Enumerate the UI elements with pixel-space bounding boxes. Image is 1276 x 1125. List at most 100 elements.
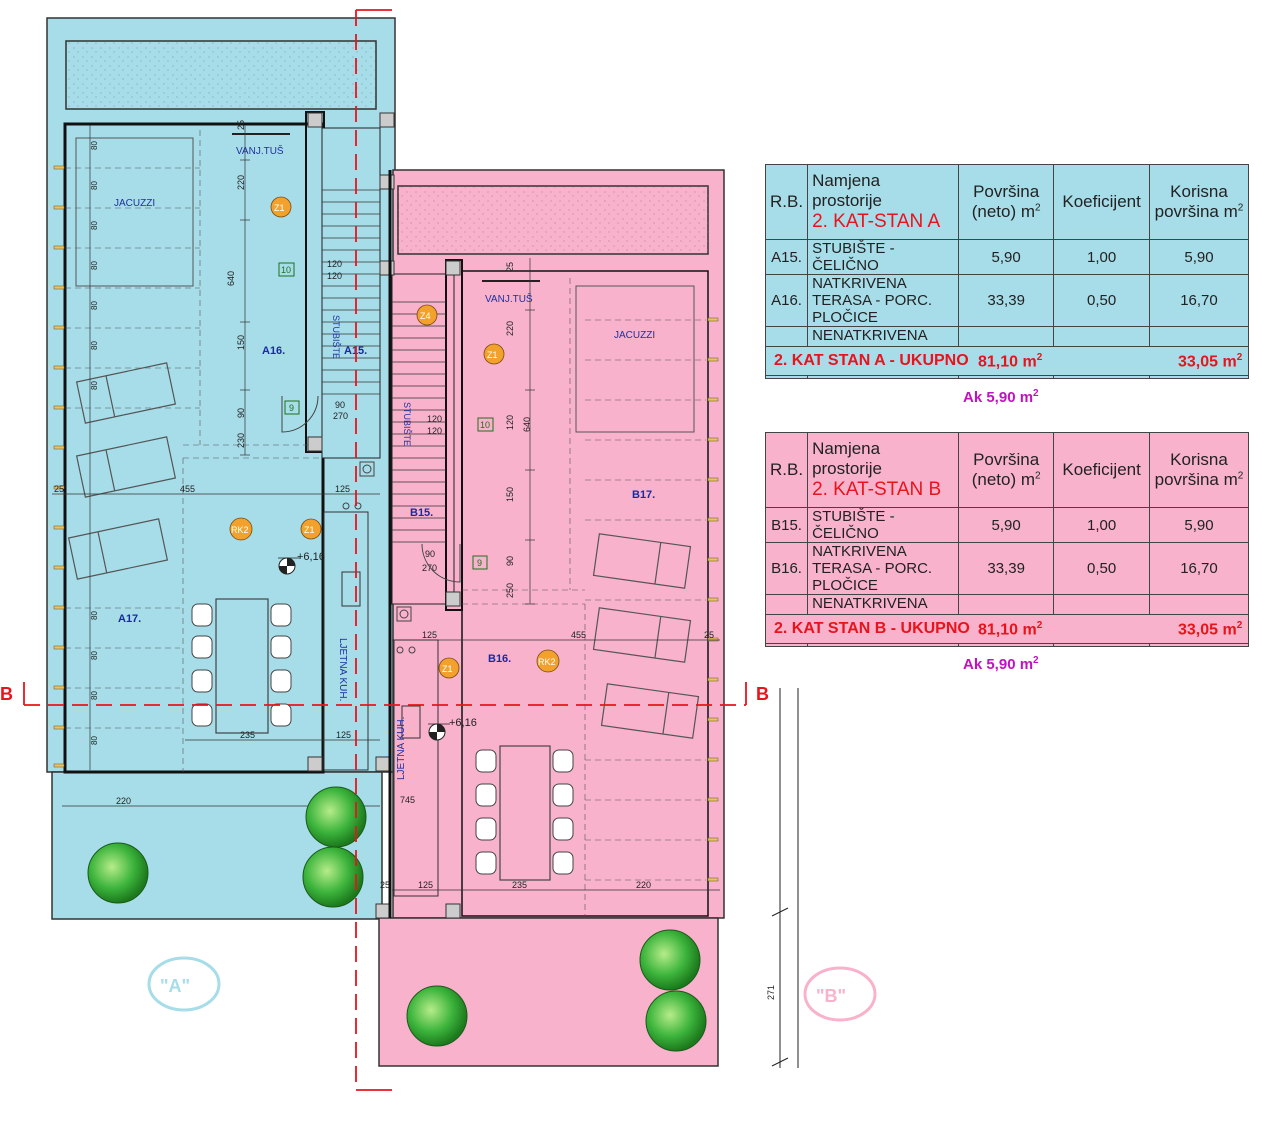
cell-usable: 5,90 [1148,239,1250,275]
cell-area: 5,90 [958,507,1055,543]
unit-a-tag-10: 10 [278,262,295,277]
svg-text:RK2: RK2 [538,657,556,667]
ak-b-sup: 2 [1033,655,1039,666]
unit-a-tag-z1-top: Z1 [270,196,292,218]
unit-a-dim-640: 640 [226,271,236,286]
total-b-usable-value: 33,05 m [1178,621,1237,639]
unit-b-dim-150: 150 [505,487,515,502]
unit-b-dim-90b: 90 [425,549,435,559]
dim-80: 80 [90,181,99,190]
header-usable-area-sup: 2 [1237,470,1244,482]
total-a-area: 81,10 m2 [978,352,1042,371]
unit-b-tile-lines [462,278,706,916]
unit-a-railing-posts [53,165,65,768]
header-room-purpose-line1: Namjena prostorije [812,171,882,210]
header-net-area-sup: 2 [1035,470,1041,482]
room-b16-label: B16. [488,653,511,665]
cell-coefficient: 1,00 [1053,239,1150,275]
unit-a-dim-90: 90 [236,408,246,418]
unit-a-fixtures [281,395,375,510]
svg-text:10: 10 [281,265,291,275]
unit-a-chairs [191,603,292,727]
unit-b-dim-125b: 125 [418,880,433,890]
svg-text:Z1: Z1 [304,525,315,535]
unit-a-kitchen-label: LJETNA KUH. [337,638,348,701]
svg-text:"A": "A" [160,976,190,996]
header-coefficient: Koeficijent [1053,432,1150,508]
total-b-area: 81,10 m2 [978,620,1042,639]
header-room-purpose: Namjena prostorije 2. KAT-STAN A [807,164,960,240]
svg-text:+6,16: +6,16 [297,551,325,563]
total-b-usable-sup: 2 [1236,620,1243,631]
unit-a-dim-25: 25 [236,120,246,130]
unit-a-jacuzzi [75,137,194,287]
table-row: B15. STUBIŠTE - čelično 5,90 1,00 5,90 [764,507,1250,543]
dim-80: 80 [90,381,99,390]
header-net-area-line2: (neto) m [971,470,1036,489]
unit-b-dim-120a: 120 [427,414,442,424]
unit-a-trees [87,786,367,908]
header-rb: R.B. [764,432,809,508]
unit-b-stair [391,273,455,605]
unit-a-dim-25b: 25 [54,484,64,494]
unit-a-plan: JACUZZI LJETNA KUH. STUBIŠTE VANJ.TUŠ [46,17,396,920]
table-row: B16. NATKRIVENA TERASA - porc. pločice 3… [764,542,1250,595]
unit-b-dim-270: 270 [422,563,437,573]
unit-a-tag-rk2: RK2 [229,517,253,541]
unit-a-dim-125b: 125 [336,730,351,740]
unit-a-loungers [67,362,177,580]
header-usable-area: Korisna površina m2 [1148,432,1250,508]
unit-b-tag-z4: Z4 [416,304,438,326]
dim-80: 80 [90,221,99,230]
unit-b-chairs [475,749,574,875]
cell-room-name: NATKRIVENA TERASA - porc. pločice [807,542,960,595]
unit-b-dim-lines [392,258,720,891]
svg-text:"B": "B" [816,986,846,1006]
unit-a-dim-220b: 220 [116,796,131,806]
cell-rb: B15. [764,507,809,543]
unit-b-dim-220b: 220 [636,880,651,890]
unit-a-bubble: "A" [147,956,221,1012]
svg-text:+6,16: +6,16 [449,717,477,729]
unit-b-stair-treads [392,301,446,543]
total-a-label: 2. KAT STAN A - UKUPNO [774,352,969,369]
section-marker-left: B [0,684,13,704]
unit-b-kitchen-label: LJETNA KUH. [396,717,407,780]
cell-room-name: STUBIŠTE - čelično [807,507,960,543]
total-a-area-value: 81,10 m [978,353,1037,371]
unit-b-jacuzzi-label: JACUZZI [614,330,655,341]
header-usable-area-line1: Korisna [1170,450,1228,469]
unit-b-dining-table [499,745,551,881]
total-row-b: 2. KAT STAN B - UKUPNO 81,10 m2 33,05 m2 [765,614,1249,644]
unit-b-level-mark: +6,16 [428,717,477,741]
unit-b-tag-z1: Z1 [438,657,460,679]
unit-b-trees [406,929,707,1052]
section-marker-right: B [756,684,769,704]
total-b-usable: 33,05 m2 [1178,620,1242,639]
unit-b-fixtures [396,543,461,654]
dim-80: 80 [90,736,99,745]
unit-a-stair-treads [322,189,380,395]
cell-rb: A16. [764,274,809,327]
unit-b-bubble: "B" [803,966,877,1022]
header-net-area: Površina (neto) m2 [958,164,1055,240]
unit-b-dim-120: 120 [505,415,515,430]
unit-b-dim-125: 125 [422,630,437,640]
unit-b-tag-rk2: RK2 [536,649,560,673]
header-coefficient: Koeficijent [1053,164,1150,240]
header-unit-title: 2. KAT-STAN B [812,479,942,500]
unit-b-dim-220: 220 [505,321,515,336]
cell-usable: 16,70 [1148,274,1250,327]
header-usable-area: Korisna površina m2 [1148,164,1250,240]
unit-a-dim-120b: 120 [327,271,342,281]
cell-coefficient: 0,50 [1053,542,1150,595]
header-rb: R.B. [764,164,809,240]
unit-b-dim-25b: 25 [704,630,714,640]
unit-a-dim-230: 230 [236,433,246,448]
room-b15-label: B15. [410,507,433,519]
unit-a-stair-label: STUBIŠTE [331,315,341,359]
unit-a-dim-120: 120 [327,259,342,269]
svg-text:Z1: Z1 [442,664,453,674]
unit-b-dim-745: 745 [400,795,415,805]
unit-b-dim-455: 455 [571,630,586,640]
